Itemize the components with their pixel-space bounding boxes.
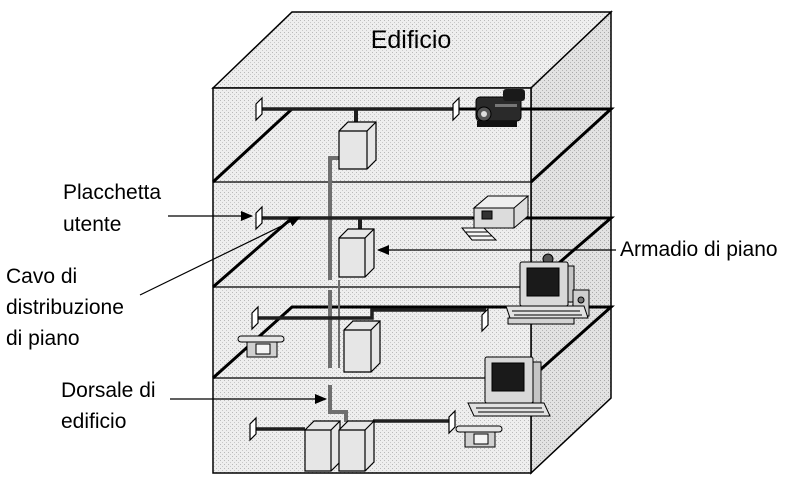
wall-outlet-icon <box>251 305 259 331</box>
cable-floor-2 <box>256 308 486 320</box>
wall-outlets <box>249 96 489 442</box>
telephone-icon <box>455 425 503 448</box>
printer-icon <box>460 195 530 241</box>
telephone-icon <box>237 335 285 358</box>
building: Edificio <box>211 10 613 475</box>
dorsale-label-line1: Dorsale di <box>61 379 156 402</box>
wall-outlet-icon <box>255 96 263 122</box>
callout-arrows <box>139 211 616 404</box>
floor-cabinet-icon <box>338 228 375 278</box>
wall-outlet-icon <box>481 307 489 333</box>
floor-cabinet-icon <box>304 420 341 472</box>
building-title: Edificio <box>371 26 452 54</box>
camcorder-icon <box>475 89 525 127</box>
floor-cabinets <box>304 121 381 472</box>
armadio-label: Armadio di piano <box>620 238 778 261</box>
cavo-arrow <box>139 216 301 296</box>
floor-cabinet-icon <box>343 320 381 373</box>
cavo-label-line1: Cavo di <box>6 265 77 288</box>
floor-cabinet-icon <box>338 420 375 472</box>
wall-outlet-icon <box>249 416 257 442</box>
wall-outlet-icon <box>452 96 460 122</box>
placchetta-label-line2: utente <box>63 213 121 236</box>
cavo-label-line3: di piano <box>6 327 80 350</box>
floor-cabinet-icon <box>338 121 377 170</box>
desktop-computer-icon <box>505 253 590 325</box>
cavo-label-line2: distribuzione <box>6 296 124 319</box>
floor-front-edges <box>213 181 531 379</box>
labels: Placchetta utente Cavo di distribuzione … <box>6 181 778 433</box>
placchetta-label-line1: Placchetta <box>63 181 161 204</box>
wall-outlet-icon <box>255 205 263 231</box>
wall-outlet-icon <box>448 409 456 435</box>
desktop-computer-icon <box>467 356 551 417</box>
dorsale-label-line2: edificio <box>61 410 126 433</box>
